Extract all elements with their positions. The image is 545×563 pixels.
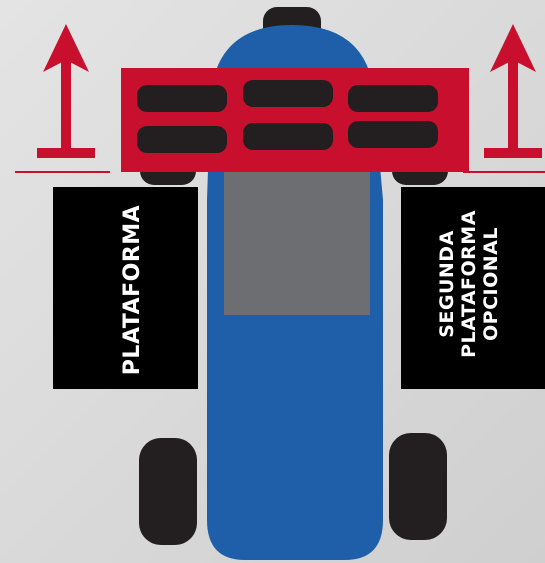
right-platform-label-line-3: OPCIONAL: [480, 227, 502, 341]
rear-right-wheel: [389, 433, 447, 540]
right-platform-label-line-1: SEGUNDA: [436, 230, 458, 338]
left-up-arrow-icon: [37, 24, 95, 158]
frame-slot: [243, 123, 333, 150]
frame-slot: [348, 85, 438, 112]
right-up-arrow-icon: [484, 24, 542, 158]
seat-area: [224, 172, 370, 315]
rear-left-wheel: [139, 438, 197, 545]
frame-slot: [137, 126, 227, 153]
left-platform-label: PLATAFORMA: [120, 205, 145, 375]
frame-slot: [243, 80, 333, 107]
lift-frame: [121, 68, 469, 172]
right-platform-label-line-2: PLATAFORMA: [458, 210, 480, 358]
right-platform: SEGUNDA PLATAFORMA OPCIONAL: [401, 187, 545, 389]
left-platform: PLATAFORMA: [53, 187, 198, 389]
frame-slot: [348, 121, 438, 148]
frame-slot: [137, 85, 227, 112]
